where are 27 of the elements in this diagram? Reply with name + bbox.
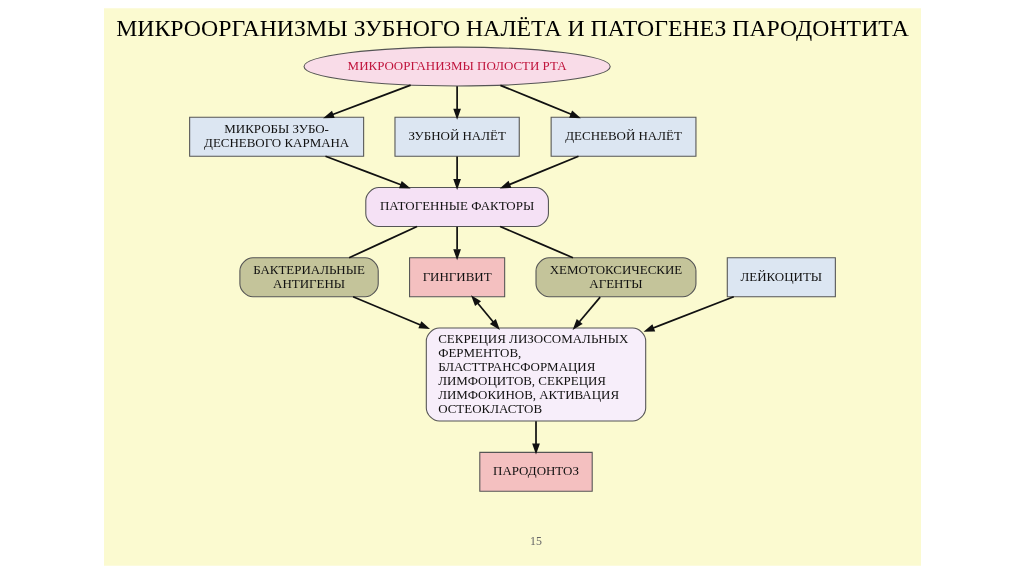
node-box: ЗУБНОЙ НАЛЁТ — [393, 116, 520, 157]
arrow — [452, 225, 461, 261]
node-box: МИКРОБЫ ЗУБО-ДЕСНЕВОГО КАРМАНА — [188, 116, 364, 157]
node-box: ХЕМОТОКСИЧЕСКИЕ АГЕНТЫ — [534, 257, 696, 298]
arrow — [572, 296, 601, 330]
arrow — [452, 155, 461, 190]
node-box: ГИНГИВИТ — [408, 257, 505, 298]
arrow — [351, 295, 430, 330]
node-box: БАКТЕРИАЛЬНЫЕ АНТИГЕНЫ — [238, 257, 379, 298]
node-ellipse: МИКРООРГАНИЗМЫ ПОЛОСТИ РТА — [302, 46, 611, 87]
label: 15 — [529, 534, 542, 549]
node-box: ПАРОДОНТОЗ — [478, 451, 593, 492]
arrow — [499, 155, 579, 189]
connector — [347, 225, 418, 259]
arrow — [499, 84, 581, 119]
node-box: ДЕСНЕВОЙ НАЛЁТ — [550, 116, 696, 157]
arrow — [531, 420, 540, 455]
arrow — [452, 85, 461, 120]
node-box: ЛЕЙКОЦИТЫ — [726, 257, 836, 298]
arrow — [322, 84, 411, 119]
connector — [498, 225, 574, 259]
node-box: СЕКРЕЦИЯ ЛИЗОСОМАЛЬНЫХ ФЕРМЕНТОВ, БЛАСТТРАНСФОРМАЦИЯ ЛИМФОЦИТОВ, СЕКРЕЦИЯ ЛИМФОКИНОВ, АКТИВАЦИЯ ОСТЕОКЛАСТОВ — [425, 327, 646, 422]
arrow — [643, 295, 735, 332]
node-box: ПАТОГЕННЫЕ ФАКТОРЫ — [364, 187, 549, 227]
arrow — [324, 155, 411, 189]
diagram-title: МИКРООРГАНИЗМЫ ЗУБНОГО НАЛЁТА И ПАТОГЕНЕЗ ПАРОДОНТИТА — [115, 14, 909, 41]
arrow — [470, 295, 500, 330]
